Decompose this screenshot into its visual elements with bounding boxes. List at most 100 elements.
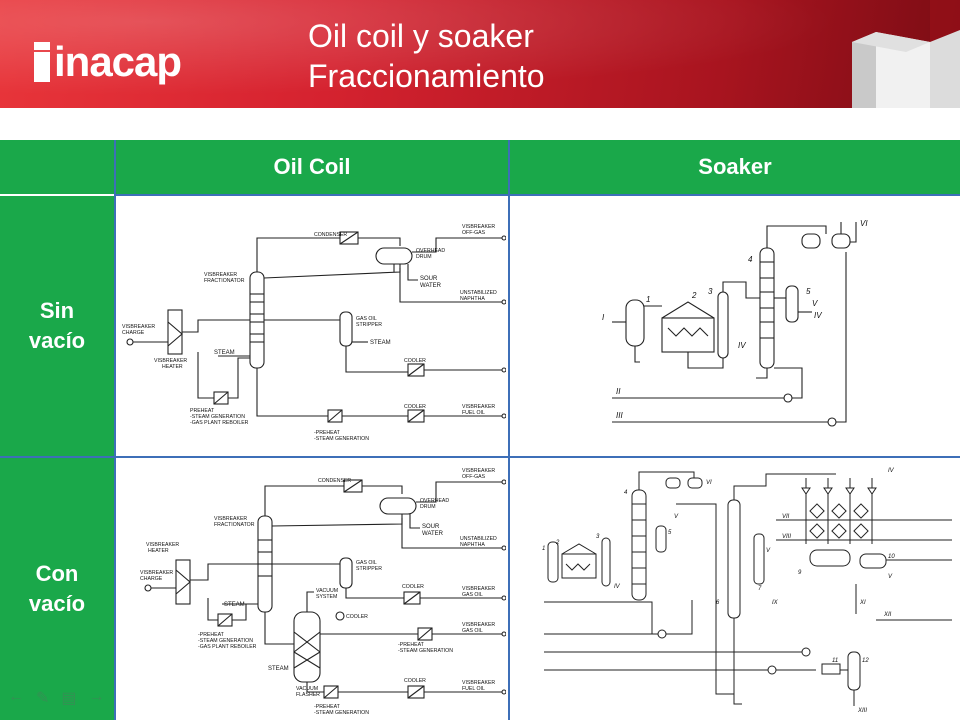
label-fractionator-2: FRACTIONATOR bbox=[204, 278, 245, 284]
label-cv-soaker-6: 6 bbox=[716, 600, 720, 606]
header-sheen bbox=[0, 0, 960, 108]
grid-line bbox=[0, 456, 960, 458]
slide-title-line1: Oil coil y soaker bbox=[308, 18, 534, 54]
label-cv-stripper-1: GAS OIL bbox=[356, 560, 377, 566]
label-cv-soaker-XIII: XIII bbox=[857, 708, 867, 714]
diagram-oil-coil-con-vacio: CONDENSER OVERHEAD DRUM VISBREAKER OFF-G… bbox=[118, 464, 506, 716]
label-cv-soaker-XII: XII bbox=[883, 612, 892, 618]
label-preheat-2: -STEAM GENERATION bbox=[190, 414, 245, 420]
label-cooler-2: COOLER bbox=[404, 404, 426, 410]
label-cv-sour-1: SOUR bbox=[422, 524, 440, 530]
label-soaker-1: 1 bbox=[646, 295, 650, 304]
label-cv-soaker-5: 5 bbox=[668, 530, 672, 536]
label-offgas-1: VISBREAKER bbox=[462, 224, 495, 230]
label-cv-soaker-1: 1 bbox=[542, 546, 545, 552]
label-cv-drum-2: DRUM bbox=[420, 504, 436, 510]
label-cv-cooler-1: COOLER bbox=[402, 584, 424, 590]
label-soaker-VI: VI bbox=[860, 219, 868, 228]
grid-line bbox=[114, 140, 116, 720]
label-cv-steam: STEAM bbox=[224, 602, 245, 608]
label-sour-1: SOUR bbox=[420, 276, 438, 282]
label-naphtha-2: NAPHTHA bbox=[460, 296, 485, 302]
label-fractionator-1: VISBREAKER bbox=[204, 272, 237, 278]
label-offgas-2: OFF-GAS bbox=[462, 230, 486, 236]
label-soaker-IV: IV bbox=[814, 311, 822, 320]
grid-line bbox=[508, 140, 510, 720]
label-naphtha-1: UNSTABILIZED bbox=[460, 290, 497, 296]
label-soaker-II: II bbox=[616, 387, 621, 396]
label-cv-soaker-11: 11 bbox=[832, 658, 838, 664]
comparison-table: Oil Coil Soaker Sin vacío Con vacío bbox=[0, 140, 960, 720]
label-cv-soaker-V: V bbox=[674, 514, 679, 520]
slide-title: Oil coil y soaker Fraccionamiento bbox=[308, 16, 545, 96]
label-cv-fueloil-2: FUEL OIL bbox=[462, 686, 485, 692]
label-cv-preheat-3: -GAS PLANT REBOILER bbox=[198, 644, 257, 650]
back-arrow-icon[interactable]: ← bbox=[8, 688, 24, 705]
label-cv-preheat3-1: -PREHEAT bbox=[314, 704, 341, 710]
label-cv-soaker-VI: VI bbox=[706, 480, 712, 486]
label-cv-soaker-Vb: V bbox=[766, 548, 771, 554]
slide-title-line2: Fraccionamiento bbox=[308, 58, 545, 94]
label-cv-cooler-v: COOLER bbox=[346, 614, 368, 620]
slide-nav-icons: ← ✎ ▤ → bbox=[8, 688, 105, 708]
diagram-soaker-con-vacio: 1 2 3 4 5 6 7 9 10 11 12 IV IV V V V VI … bbox=[516, 464, 952, 716]
label-cv-condenser: CONDENSER bbox=[318, 478, 351, 484]
label-overhead-drum-1: OVERHEAD bbox=[416, 248, 445, 254]
label-steam-stripper: STEAM bbox=[370, 340, 391, 346]
label-cv-soaker-9: 9 bbox=[798, 570, 802, 576]
label-stripper-2: STRIPPER bbox=[356, 322, 382, 328]
label-cv-heater-2: HEATER bbox=[148, 548, 169, 554]
label-cv-soaker-10: 10 bbox=[888, 554, 895, 560]
label-stripper-1: GAS OIL bbox=[356, 316, 377, 322]
label-cv-soaker-4: 4 bbox=[624, 490, 628, 496]
label-cv-soaker-VII: VII bbox=[782, 514, 790, 520]
label-steam: STEAM bbox=[214, 350, 235, 356]
label-cv-charge-1: VISBREAKER bbox=[140, 570, 173, 576]
row-label-sin-vacio-line2: vacío bbox=[28, 328, 86, 353]
label-cv-steam2: STEAM bbox=[268, 666, 289, 672]
row-label-sin-vacio-line1: Sin bbox=[39, 298, 75, 323]
label-preheat-1: PREHEAT bbox=[190, 408, 215, 414]
row-label-con-vacio: Con vacío bbox=[0, 458, 114, 720]
label-cooler-1: COOLER bbox=[404, 358, 426, 364]
logo-text: inacap bbox=[54, 38, 182, 85]
col-header-soaker: Soaker bbox=[510, 140, 960, 194]
label-cv-naphtha-2: NAPHTHA bbox=[460, 542, 485, 548]
label-charge-2: CHARGE bbox=[122, 330, 145, 336]
label-cv-preheat-1: -PREHEAT bbox=[198, 632, 225, 638]
label-cv-vacsys-1: VACUUM bbox=[316, 588, 338, 594]
pen-icon[interactable]: ✎ bbox=[36, 690, 50, 707]
label-soaker-3: 3 bbox=[708, 287, 713, 296]
label-cv-gasoil2-2: GAS OIL bbox=[462, 628, 483, 634]
label-soaker-IVb: IV bbox=[738, 341, 746, 350]
row-label-con-vacio-line2: vacío bbox=[28, 591, 86, 616]
grid-line bbox=[114, 194, 960, 196]
label-cv-flasher-2: FLASHER bbox=[296, 692, 320, 698]
label-charge-1: VISBREAKER bbox=[122, 324, 155, 330]
label-cv-fueloil-1: VISBREAKER bbox=[462, 680, 495, 686]
label-cv-offgas-2: OFF-GAS bbox=[462, 474, 486, 480]
label-cv-vacsys-2: SYSTEM bbox=[316, 594, 337, 600]
row-label-sin-vacio: Sin vacío bbox=[0, 196, 114, 456]
diagram-soaker-sin-vacio: I 1 2 3 4 5 VI IV IV V II III bbox=[516, 202, 952, 452]
label-cv-soaker-Vc: V bbox=[888, 574, 893, 580]
label-cv-gasoil-2: GAS OIL bbox=[462, 592, 483, 598]
label-cv-soaker-12: 12 bbox=[862, 658, 869, 664]
label-cv-naphtha-1: UNSTABILIZED bbox=[460, 536, 497, 542]
label-cv-soaker-IV: IV bbox=[888, 468, 895, 474]
label-cv-gasoil-1: VISBREAKER bbox=[462, 586, 495, 592]
label-cv-fract-1: VISBREAKER bbox=[214, 516, 247, 522]
label-cv-drum-1: OVERHEAD bbox=[420, 498, 449, 504]
slides-icon[interactable]: ▤ bbox=[61, 690, 77, 707]
label-cv-preheat2-1: -PREHEAT bbox=[398, 642, 425, 648]
label-sour-2: WATER bbox=[420, 283, 442, 289]
col-header-oil-coil: Oil Coil bbox=[116, 140, 508, 194]
forward-arrow-icon[interactable]: → bbox=[88, 688, 105, 705]
label-cv-heater-1: VISBREAKER bbox=[146, 542, 179, 548]
label-heater-1: VISBREAKER bbox=[154, 358, 187, 364]
label-cv-soaker-7: 7 bbox=[758, 586, 762, 592]
label-cv-charge-2: CHARGE bbox=[140, 576, 163, 582]
corner-cell bbox=[0, 140, 114, 194]
label-cv-soaker-2: 2 bbox=[555, 540, 560, 546]
label-cv-preheat2-2: -STEAM GENERATION bbox=[398, 648, 453, 654]
